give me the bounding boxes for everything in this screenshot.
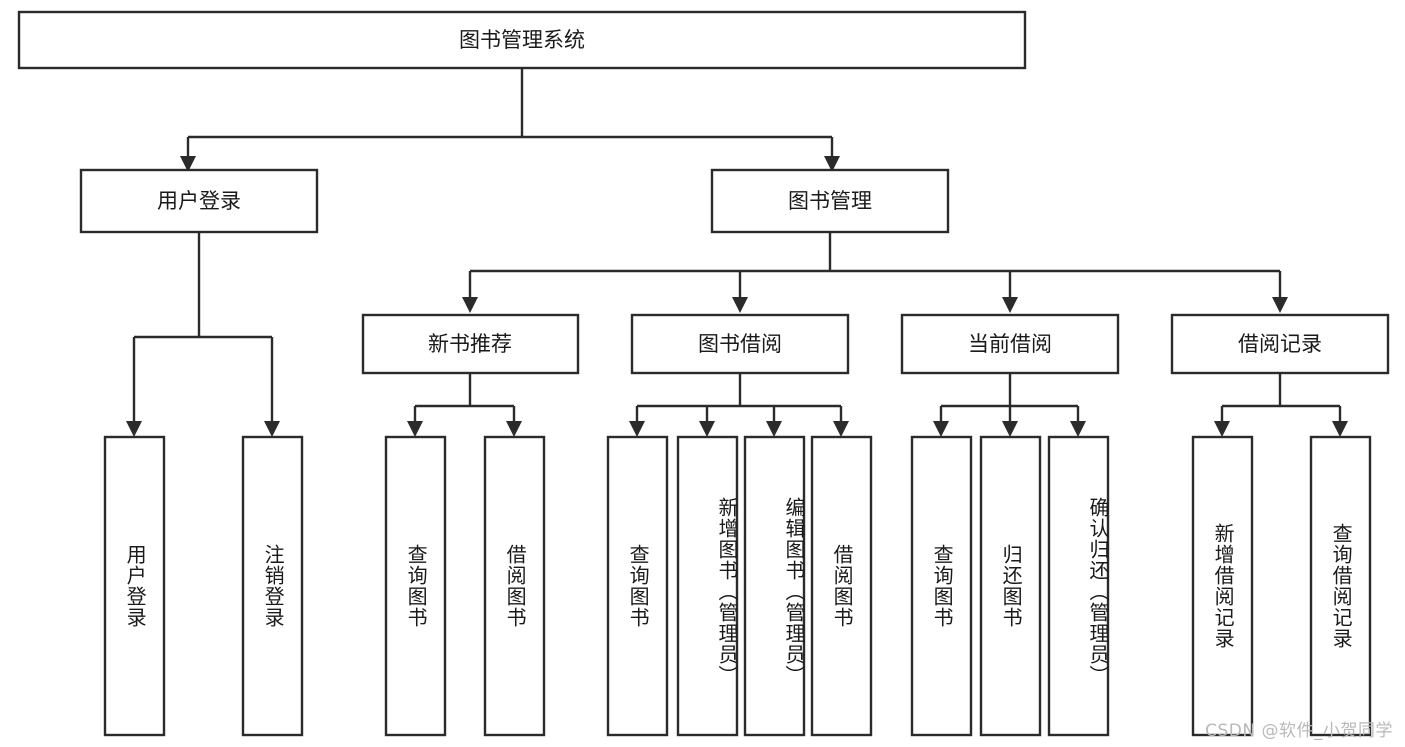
leaf-box-edit-book[interactable] <box>743 435 806 737</box>
leaf-boxes-new-book-rec <box>384 435 546 737</box>
leaf-box-user-logout[interactable] <box>241 435 304 737</box>
leaf-boxes-current-borrow <box>910 435 1110 737</box>
arrow-head-icon <box>180 156 196 172</box>
node-root[interactable]: 图书管理系统 <box>17 10 1027 70</box>
arrow-head-icon <box>1002 421 1018 437</box>
arrow-head-icon <box>1332 421 1348 437</box>
leaf-box-borrow-book-2[interactable] <box>810 435 873 737</box>
arrow-head-icon <box>506 421 522 437</box>
arrow-head-icon <box>264 421 280 437</box>
leaf-box-borrow-book-1[interactable] <box>483 435 546 737</box>
arrow-head-icon <box>732 297 748 313</box>
leaf-box-query-book-1[interactable] <box>384 435 447 737</box>
leaf-box-query-book-3[interactable] <box>910 435 973 737</box>
arrow-head-icon <box>1002 297 1018 313</box>
leaf-box-add-book[interactable] <box>676 435 739 737</box>
arrow-head-icon <box>1070 421 1086 437</box>
node-current-borrow[interactable]: 当前借阅 <box>900 313 1120 375</box>
node-borrow-record-label: 借阅记录 <box>1238 332 1322 356</box>
leaf-boxes-book-borrow <box>606 435 873 737</box>
node-book-manage[interactable]: 图书管理 <box>710 168 950 234</box>
arrow-head-icon <box>824 156 840 172</box>
connector-currentborrow-to-leaves <box>933 373 1086 437</box>
leaf-boxes-borrow-record <box>1191 435 1372 737</box>
leaf-box-add-record[interactable] <box>1191 435 1254 737</box>
node-book-borrow-label: 图书借阅 <box>698 332 782 356</box>
arrow-head-icon <box>699 421 715 437</box>
arrow-head-icon <box>1214 421 1230 437</box>
node-book-borrow[interactable]: 图书借阅 <box>630 313 850 375</box>
leaf-box-confirm-return[interactable] <box>1047 435 1110 737</box>
node-new-book-rec[interactable]: 新书推荐 <box>361 313 580 375</box>
arrow-head-icon <box>629 421 645 437</box>
node-borrow-record[interactable]: 借阅记录 <box>1170 313 1390 375</box>
arrow-head-icon <box>833 421 849 437</box>
csdn-watermark: CSDN @软件_小贺同学 <box>1205 721 1393 741</box>
connector-root-to-level2 <box>180 68 840 172</box>
leaf-box-query-record[interactable] <box>1309 435 1372 737</box>
arrow-head-icon <box>462 297 478 313</box>
arrow-head-icon <box>766 421 782 437</box>
node-new-book-rec-label: 新书推荐 <box>428 332 512 356</box>
arrow-head-icon <box>407 421 423 437</box>
node-current-borrow-label: 当前借阅 <box>968 332 1052 356</box>
connector-bookborrow-to-leaves <box>629 373 849 437</box>
leaf-box-query-book-2[interactable] <box>606 435 669 737</box>
leaf-box-return-book[interactable] <box>979 435 1042 737</box>
leaf-boxes-user-login <box>103 435 304 737</box>
node-user-login[interactable]: 用户登录 <box>79 168 319 234</box>
connector-borrowrecord-to-leaves <box>1214 373 1348 437</box>
node-root-label: 图书管理系统 <box>459 28 585 52</box>
node-book-manage-label: 图书管理 <box>788 189 872 213</box>
connector-newbook-to-leaves <box>407 373 522 437</box>
arrow-head-icon <box>1272 297 1288 313</box>
connector-bookmanage-to-level3 <box>462 232 1288 313</box>
leaf-box-user-login[interactable] <box>103 435 166 737</box>
arrow-head-icon <box>933 421 949 437</box>
connector-userlogin-to-leaves <box>126 232 280 437</box>
arrow-head-icon <box>126 421 142 437</box>
node-user-login-label: 用户登录 <box>157 189 241 213</box>
